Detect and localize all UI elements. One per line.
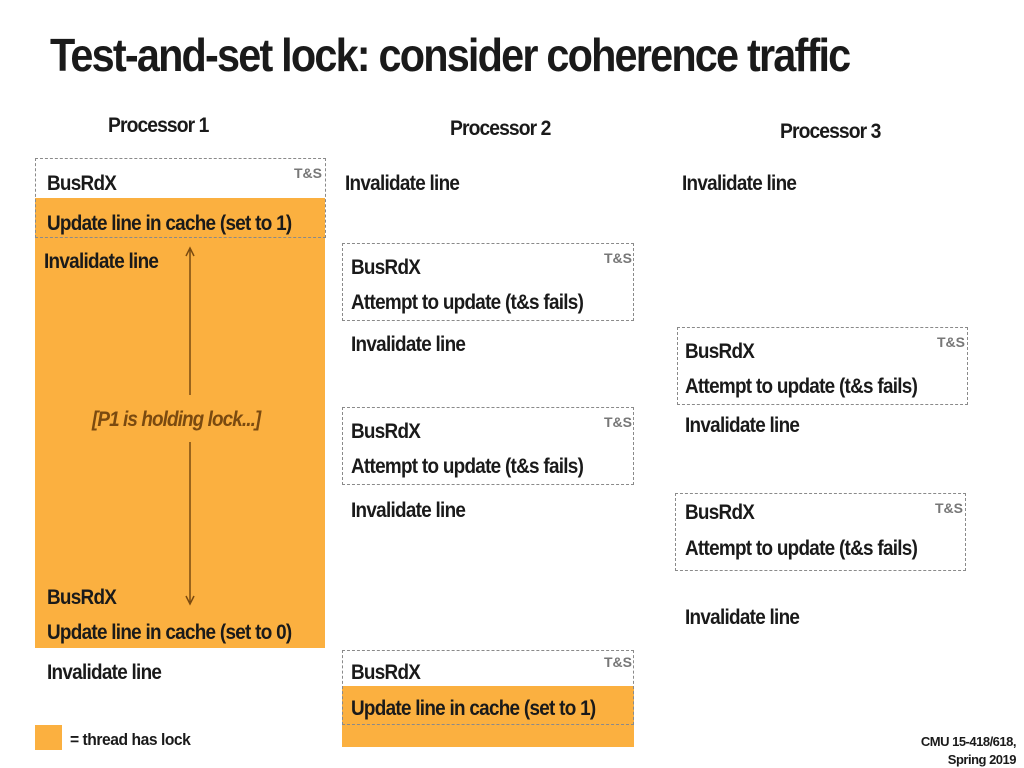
p1-ts-box <box>35 158 326 238</box>
p2-invalidate-2-label: Invalidate line <box>351 333 466 356</box>
p1-update-set1-label: Update line in cache (set to 1) <box>47 212 292 235</box>
p3-invalidate-1-label: Invalidate line <box>682 172 797 195</box>
p1-ts-tag: T&S <box>294 165 322 181</box>
p1-invalidate-final-label: Invalidate line <box>47 661 162 684</box>
p3-attempt-1-label: Attempt to update (t&s fails) <box>685 375 918 398</box>
p2-attempt-1-label: Attempt to update (t&s fails) <box>351 291 584 314</box>
processor-1-header: Processor 1 <box>108 114 209 137</box>
p2-ts-box-3 <box>342 650 634 725</box>
p3-attempt-2-label: Attempt to update (t&s fails) <box>685 537 918 560</box>
p2-ts-box-1 <box>342 243 634 321</box>
p2-invalidate-3-label: Invalidate line <box>351 499 466 522</box>
processor-2-header: Processor 2 <box>450 117 551 140</box>
p1-busrdx-release-label: BusRdX <box>47 586 117 609</box>
p2-lock-held-region <box>342 686 634 747</box>
p2-attempt-2-label: Attempt to update (t&s fails) <box>351 455 584 478</box>
p2-update-set1-label: Update line in cache (set to 1) <box>351 697 596 720</box>
p3-invalidate-2-label: Invalidate line <box>685 414 800 437</box>
p3-ts-tag-2: T&S <box>935 500 963 516</box>
p3-busrdx-2-label: BusRdX <box>685 501 755 524</box>
p2-busrdx-2-label: BusRdX <box>351 420 421 443</box>
p1-holding-lock-text: [P1 is holding lock...] <box>92 408 261 431</box>
processor-3-header: Processor 3 <box>780 120 881 143</box>
p1-update-set0-label: Update line in cache (set to 0) <box>47 621 292 644</box>
p2-invalidate-1-label: Invalidate line <box>345 172 460 195</box>
p1-busrdx-label: BusRdX <box>47 172 117 195</box>
p1-lock-held-region <box>35 198 325 648</box>
p1-invalidate-label: Invalidate line <box>44 250 159 273</box>
p3-busrdx-1-label: BusRdX <box>685 340 755 363</box>
page-title: Test-and-set lock: consider coherence tr… <box>50 29 851 81</box>
p3-ts-box-1 <box>677 327 968 405</box>
legend-swatch <box>35 725 62 750</box>
p3-invalidate-3-label: Invalidate line <box>685 606 800 629</box>
footer-course: CMU 15-418/618, <box>920 734 1017 749</box>
p2-busrdx-1-label: BusRdX <box>351 256 421 279</box>
p3-ts-tag-1: T&S <box>937 334 965 350</box>
p2-ts-tag-3: T&S <box>604 654 632 670</box>
footer-term: Spring 2019 <box>947 752 1017 767</box>
p2-busrdx-3-label: BusRdX <box>351 661 421 684</box>
p2-ts-tag-2: T&S <box>604 414 632 430</box>
p2-ts-box-2 <box>342 407 634 485</box>
p1-holding-arrow <box>185 246 195 606</box>
p2-ts-tag-1: T&S <box>604 250 632 266</box>
p3-ts-box-2 <box>675 493 966 571</box>
legend-text: = thread has lock <box>70 730 191 749</box>
